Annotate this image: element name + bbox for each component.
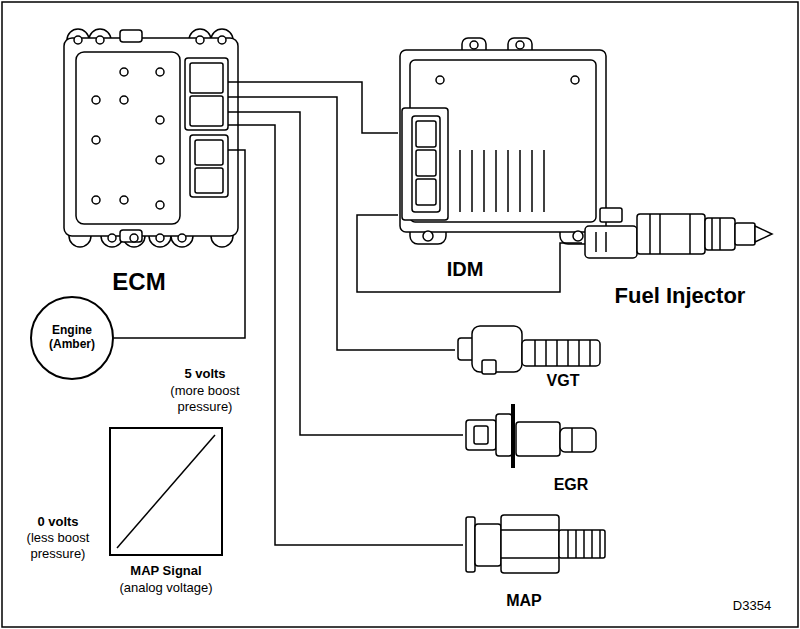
figure-number: D3354 — [717, 598, 787, 614]
wire — [228, 125, 463, 545]
signal-annotation: MAP Signal — [106, 563, 226, 579]
signal-annotation: (analog voltage) — [106, 580, 226, 596]
signal-annotation: (less boost pressure) — [10, 530, 106, 561]
indicator-circle: Engine (Amber) — [30, 296, 114, 380]
vgt-actuator — [458, 326, 600, 374]
idm-module — [400, 38, 606, 244]
component-box: IDM — [398, 36, 608, 286]
wire — [228, 112, 463, 435]
map-sensor — [466, 515, 605, 573]
signal-annotation: 5 volts — [150, 366, 260, 382]
warning-lamp: Engine (Amber) — [35, 324, 109, 352]
fuel-injector — [585, 208, 772, 258]
component-label: MAP — [506, 592, 542, 610]
component-label: VGT — [547, 372, 580, 390]
component-label: Fuel Injector — [615, 283, 746, 308]
egr-valve — [466, 404, 596, 468]
module-label: IDM — [447, 258, 484, 281]
wire — [357, 215, 582, 292]
component-box: ECM — [50, 28, 228, 303]
signal-annotation: 0 volts — [10, 514, 106, 530]
signal-annotation: (more boost pressure) — [150, 383, 260, 414]
wire — [114, 150, 245, 338]
signal-graph — [110, 428, 222, 555]
ecm-module — [64, 29, 238, 247]
component-box: EGR — [463, 402, 601, 498]
component-box: MAP — [463, 512, 608, 618]
component-box: Fuel Injector — [582, 204, 777, 312]
component-label: EGR — [554, 476, 589, 494]
wire — [228, 97, 455, 350]
module-label: ECM — [112, 268, 165, 296]
component-box: VGT — [455, 322, 603, 394]
